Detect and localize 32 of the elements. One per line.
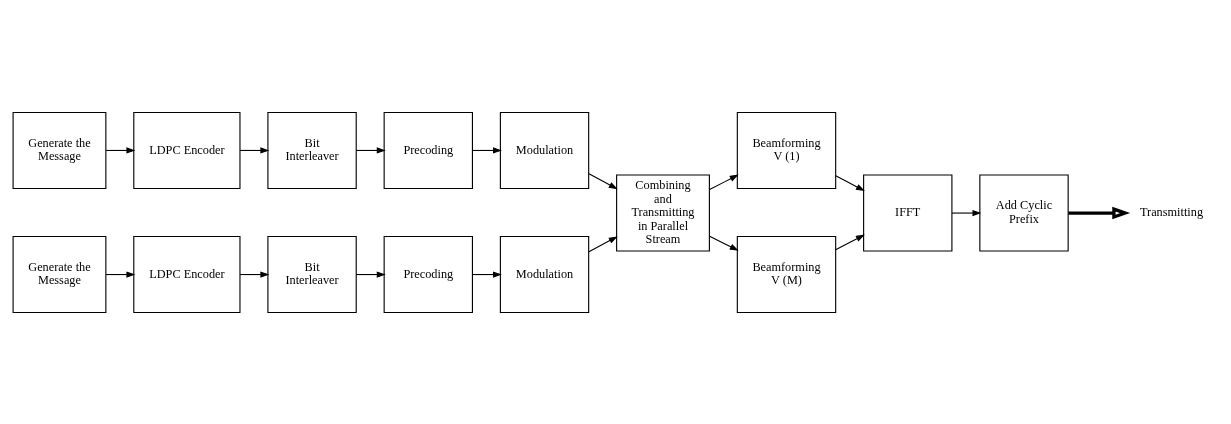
node-box: Modulation	[499, 235, 590, 313]
node-box: LDPC Encoder	[133, 111, 241, 189]
node-box: LDPC Encoder	[133, 235, 241, 313]
node-box: Generate the Message	[12, 235, 107, 313]
arrow	[105, 270, 136, 278]
arrow	[588, 172, 618, 189]
arrow	[471, 270, 502, 278]
node-box: Modulation	[499, 111, 590, 189]
arrow	[239, 146, 270, 154]
arrow	[1068, 206, 1131, 219]
arrow	[471, 146, 502, 154]
arrow	[835, 174, 865, 191]
arrow	[709, 174, 739, 190]
arrow	[588, 235, 618, 252]
arrow	[951, 209, 982, 216]
arrow	[835, 234, 865, 250]
node-box: Beamforming V (M)	[736, 235, 837, 313]
node-box: Precoding	[383, 111, 473, 189]
arrow	[355, 270, 386, 278]
node-box: Beamforming V (1)	[736, 111, 837, 189]
arrow	[355, 146, 386, 154]
node-box: Precoding	[383, 235, 473, 313]
node-text: Transmitting	[1140, 204, 1204, 219]
arrow	[105, 146, 136, 154]
node-box: Bit Interleaver	[267, 111, 357, 189]
node-box: Combining and Transmitting in Parallel Stream	[616, 174, 710, 252]
node-box: IFFT	[863, 174, 953, 252]
node-box: Bit Interleaver	[267, 235, 357, 313]
node-box: Generate the Message	[12, 111, 107, 189]
arrow	[239, 270, 270, 278]
node-box: Add Cyclic Prefix	[979, 174, 1069, 252]
arrow	[709, 235, 739, 251]
